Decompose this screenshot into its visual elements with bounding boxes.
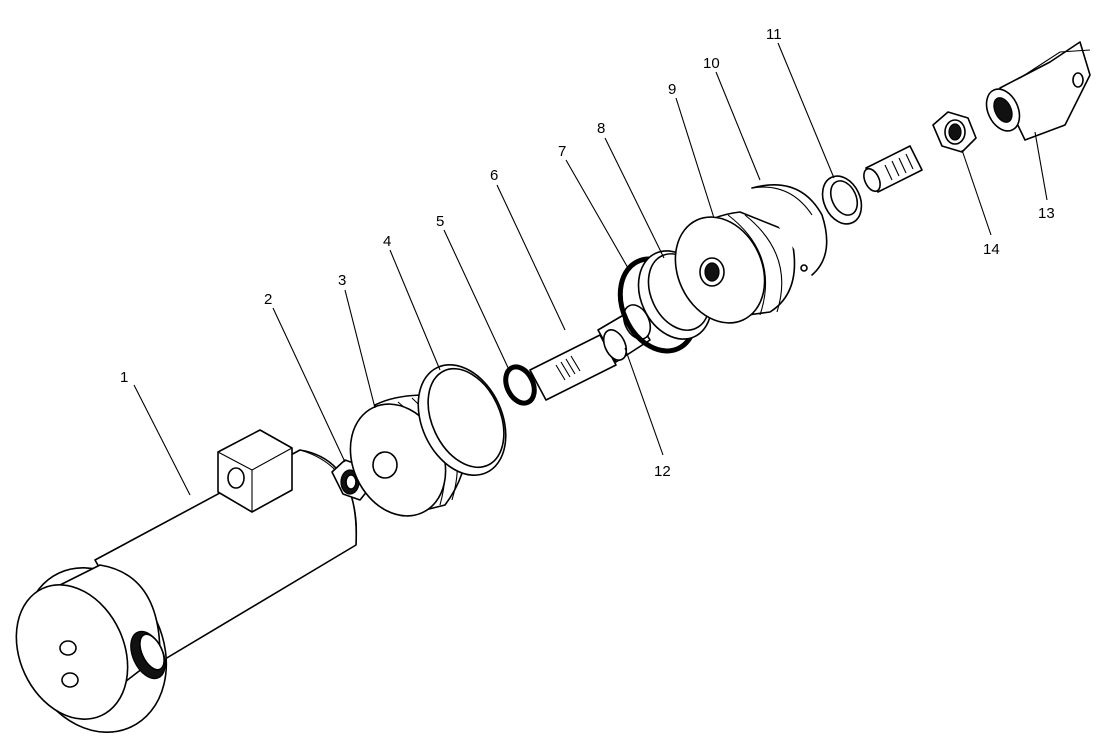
part-5-o-ring [503, 364, 537, 406]
callout-14: 14 [983, 241, 1000, 258]
threaded-stud [863, 145, 923, 193]
callout-13: 13 [1038, 205, 1055, 222]
callout-1: 1 [120, 369, 128, 386]
part-10-snap-ring [751, 184, 828, 276]
part-13-clevis [985, 41, 1091, 141]
leader-lines [133, 42, 1048, 496]
callout-labels: 1 2 3 4 5 6 7 8 9 10 11 12 13 14 [120, 26, 1055, 480]
callout-6: 6 [490, 167, 498, 184]
callout-12: 12 [654, 463, 671, 480]
callout-8: 8 [597, 120, 605, 137]
callout-7: 7 [558, 143, 566, 160]
part-1-cylinder-body [15, 429, 358, 734]
callout-5: 5 [436, 213, 444, 230]
part-14-hex-nut [932, 111, 977, 153]
callout-10: 10 [703, 55, 720, 72]
callout-2: 2 [264, 291, 272, 308]
callout-9: 9 [668, 81, 676, 98]
part-6-piston-rod [529, 304, 652, 401]
part-9-gland [674, 211, 796, 324]
part-4-wear-ring [417, 363, 507, 477]
callout-3: 3 [338, 272, 346, 289]
callout-11: 11 [766, 26, 782, 43]
callout-4: 4 [383, 233, 391, 250]
part-11-bushing [821, 175, 863, 225]
